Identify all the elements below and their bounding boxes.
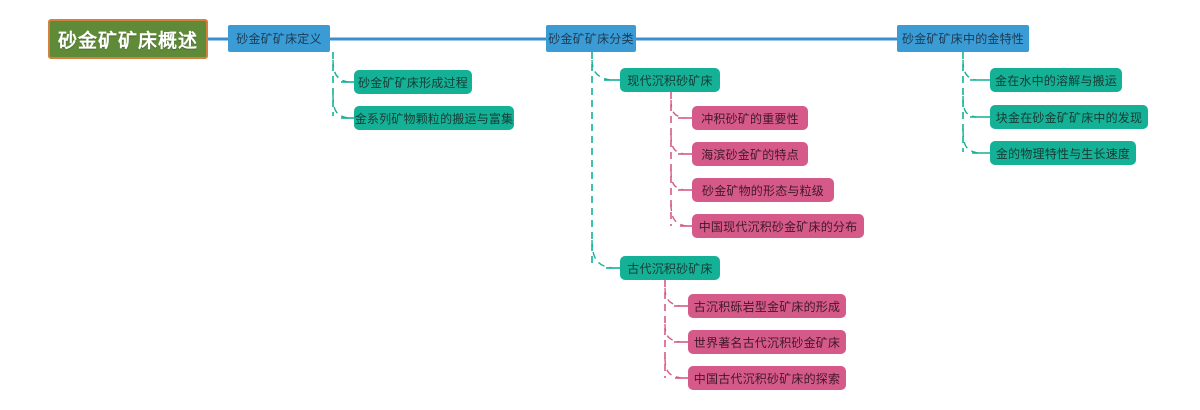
leaf-node-beach-placer-features[interactable]: 海滨砂金矿的特点 (692, 142, 808, 166)
edge-modern-leaf-4 (670, 203, 687, 227)
edge-modern-leaf-3 (670, 169, 685, 191)
edge-classification-child-1 (591, 59, 611, 81)
sub-node-nugget-discovery[interactable]: 块金在砂金矿矿床中的发现 (990, 105, 1148, 129)
sub-node-physical-properties-growth[interactable]: 金的物理特性与生长速度 (990, 141, 1136, 165)
leaf-node-alluvial-importance[interactable]: 冲积砂矿的重要性 (692, 106, 808, 130)
edge-ancient-leaf-2 (664, 323, 681, 343)
leaf-node-china-ancient-exploration[interactable]: 中国古代沉积砂矿床的探索 (688, 366, 846, 390)
sub-node-ancient-deposits[interactable]: 古代沉积砂矿床 (620, 256, 720, 280)
branch-node-gold-traits[interactable]: 砂金矿矿床中的金特性 (897, 25, 1029, 52)
sub-node-modern-deposits[interactable]: 现代沉积砂矿床 (620, 68, 720, 92)
edge-modern-leaf-1 (670, 99, 685, 119)
edge-gold-child-3 (962, 129, 979, 154)
sub-node-formation-process[interactable]: 砂金矿矿床形成过程 (354, 70, 472, 94)
edge-modern-leaf-2 (670, 133, 685, 155)
leaf-node-paleo-conglomerate-formation[interactable]: 古沉积砾岩型金矿床的形成 (688, 294, 846, 318)
edge-definition-child-2 (332, 94, 349, 119)
branch-node-definition[interactable]: 砂金矿矿床定义 (228, 25, 330, 52)
leaf-node-china-modern-distribution[interactable]: 中国现代沉积砂金矿床的分布 (692, 214, 864, 238)
edge-definition-child-1 (332, 59, 349, 83)
sub-node-transport-enrichment[interactable]: 金系列矿物颗粒的搬运与富集 (354, 106, 514, 130)
edge-ancient-leaf-3 (664, 357, 682, 379)
edge-classification-child-2 (591, 239, 613, 269)
sub-node-gold-dissolution-transport[interactable]: 金在水中的溶解与搬运 (990, 68, 1122, 92)
root-node[interactable]: 砂金矿矿床概述 (48, 19, 208, 59)
edge-gold-child-1 (962, 59, 977, 81)
edge-ancient-leaf-1 (664, 287, 681, 307)
edge-gold-child-2 (962, 95, 977, 118)
leaf-node-morphology-grain-size[interactable]: 砂金矿物的形态与粒级 (692, 178, 834, 202)
leaf-node-world-famous-ancient-placers[interactable]: 世界著名古代沉积砂金矿床 (688, 330, 846, 354)
branch-node-classification[interactable]: 砂金矿矿床分类 (546, 25, 636, 52)
